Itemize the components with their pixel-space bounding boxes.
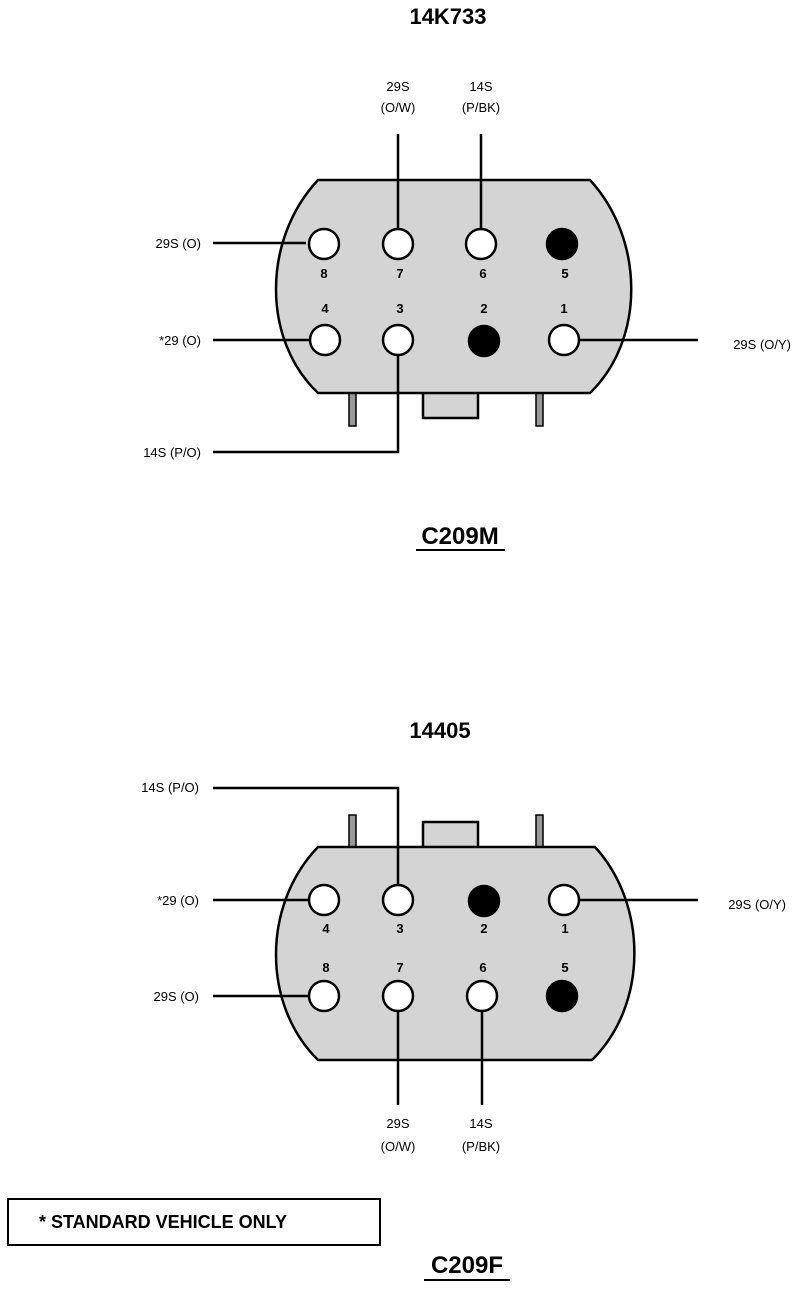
pin-5-blocked bbox=[545, 227, 579, 261]
pin-number: 4 bbox=[321, 301, 329, 316]
wire-label-pin6-code: 14S bbox=[469, 79, 492, 94]
connector-top: 14K733 8 7 6 5 4 3 2 1 29S (O) bbox=[143, 4, 791, 551]
wire-label-pin6-color: (P/BK) bbox=[462, 100, 500, 115]
wire-label-pin3: 14S (P/O) bbox=[143, 445, 201, 460]
pin-number: 2 bbox=[480, 301, 487, 316]
pin-8 bbox=[307, 227, 341, 261]
pin-3 bbox=[381, 883, 415, 917]
wire-label-pin8: 29S (O) bbox=[153, 989, 199, 1004]
pin-number: 1 bbox=[561, 921, 568, 936]
connector-bottom-name: C209F bbox=[431, 1252, 503, 1279]
pin-number: 5 bbox=[561, 266, 568, 281]
pin-number: 4 bbox=[322, 921, 330, 936]
pin-number: 6 bbox=[479, 266, 486, 281]
pin-6 bbox=[464, 227, 498, 261]
locking-tab bbox=[421, 820, 480, 852]
pin-number: 7 bbox=[396, 266, 403, 281]
pin-number: 6 bbox=[479, 960, 486, 975]
connector-top-part-number: 14K733 bbox=[409, 4, 486, 29]
pin-number: 5 bbox=[561, 960, 568, 975]
pin-8 bbox=[307, 979, 341, 1013]
wire-label-pin1: 29S (O/Y) bbox=[728, 897, 786, 912]
connector-housing bbox=[274, 178, 633, 395]
pin-7 bbox=[381, 979, 415, 1013]
wire-label-pin6-color: (P/BK) bbox=[462, 1139, 500, 1154]
pin-1 bbox=[547, 883, 581, 917]
pin-2-blocked bbox=[467, 324, 501, 358]
wire-label-pin1: 29S (O/Y) bbox=[733, 337, 791, 352]
wire-pin3 bbox=[213, 786, 400, 885]
wire-label-pin7-color: (O/W) bbox=[381, 100, 416, 115]
connector-top-name: C209M bbox=[421, 523, 498, 550]
wire-label-pin4: *29 (O) bbox=[159, 333, 201, 348]
wire-label-pin7-code: 29S bbox=[386, 79, 409, 94]
pin-number: 1 bbox=[560, 301, 567, 316]
pin-5-blocked bbox=[545, 979, 579, 1013]
pin-2-blocked bbox=[467, 884, 501, 918]
wire-label-pin8: 29S (O) bbox=[155, 236, 201, 251]
pin-7 bbox=[381, 227, 415, 261]
pin-6 bbox=[465, 979, 499, 1013]
pin-number: 7 bbox=[396, 960, 403, 975]
wire-label-pin6-code: 14S bbox=[469, 1116, 492, 1131]
connector-bottom: 14405 4 3 2 1 8 7 6 5 14S (P/O) bbox=[141, 718, 786, 1281]
pin-3 bbox=[381, 323, 415, 357]
pin-number: 2 bbox=[480, 921, 487, 936]
wire-label-pin7-color: (O/W) bbox=[381, 1139, 416, 1154]
mounting-post-left bbox=[348, 814, 357, 851]
wire-label-pin7-code: 29S bbox=[386, 1116, 409, 1131]
mounting-post-left bbox=[348, 389, 357, 427]
mounting-post-right bbox=[535, 814, 544, 851]
connector-housing bbox=[274, 845, 636, 1062]
pin-1 bbox=[547, 323, 581, 357]
wire-pin3 bbox=[213, 355, 400, 454]
standard-vehicle-note: * STANDARD VEHICLE ONLY bbox=[7, 1198, 381, 1246]
pin-number: 8 bbox=[320, 266, 327, 281]
mounting-post-right bbox=[535, 389, 544, 427]
locking-tab bbox=[421, 388, 480, 420]
pin-number: 8 bbox=[322, 960, 329, 975]
wire-label-pin3: 14S (P/O) bbox=[141, 780, 199, 795]
pin-4 bbox=[308, 323, 342, 357]
pin-4 bbox=[307, 883, 341, 917]
wire-label-pin4: *29 (O) bbox=[157, 893, 199, 908]
pin-number: 3 bbox=[396, 301, 403, 316]
connector-bottom-part-number: 14405 bbox=[409, 718, 470, 743]
note-text: * STANDARD VEHICLE ONLY bbox=[39, 1211, 288, 1232]
pin-number: 3 bbox=[396, 921, 403, 936]
